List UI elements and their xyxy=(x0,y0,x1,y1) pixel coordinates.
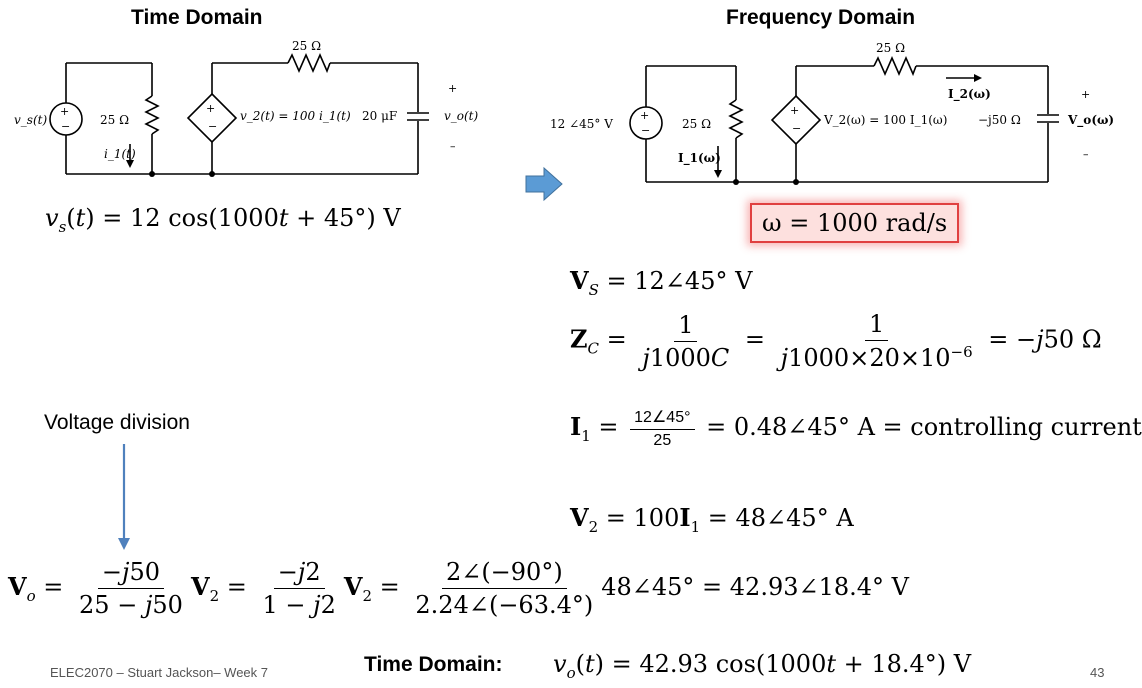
freq-r-top-label: 25 Ω xyxy=(876,41,905,55)
svg-text:+: + xyxy=(60,105,69,118)
time-domain-circuit: + − + − + – v_s(t) 25 Ω 25 Ω i_1(t) v_2(… xyxy=(14,39,479,177)
svg-text:+: + xyxy=(640,109,649,122)
freq-vo-label: V_o(ω) xyxy=(1067,113,1114,128)
voltage-division-arrow-icon xyxy=(118,444,130,550)
transform-arrow-icon xyxy=(525,166,563,202)
time-source-label: v_s(t) xyxy=(14,113,47,127)
svg-text:+: + xyxy=(790,104,799,117)
i1-equation: I1 = 12∠45°25 = 0.48∠45° A = controlling… xyxy=(570,409,1142,449)
svg-text:−: − xyxy=(641,124,650,137)
vs-time-equation: vs(t) = 12 cos(1000t + 45°) V xyxy=(45,204,401,236)
svg-text:−: − xyxy=(208,120,217,133)
freq-dep-source-label: V_2(ω) = 100 I_1(ω) xyxy=(823,113,947,127)
time-r-left-label: 25 Ω xyxy=(100,113,129,127)
v2-equation: V2 = 100I1 = 48∠45° A xyxy=(570,503,854,536)
freq-source-label: 12 ∠45° V xyxy=(550,117,613,131)
time-domain-header: Time Domain xyxy=(131,6,263,29)
svg-text:+: + xyxy=(206,102,215,115)
svg-text:–: – xyxy=(450,140,456,153)
time-r-top-label: 25 Ω xyxy=(292,39,321,53)
time-i1-label: i_1(t) xyxy=(104,147,136,161)
vo-time-equation: vo(t) = 42.93 cos(1000t + 18.4°) V xyxy=(553,650,972,682)
freq-cap-label: −j50 Ω xyxy=(978,113,1021,127)
svg-text:+: + xyxy=(1081,88,1090,101)
frequency-domain-header: Frequency Domain xyxy=(726,6,916,29)
time-dep-source-label: v_2(t) = 100 i_1(t) xyxy=(240,109,351,123)
freq-r-left-label: 25 Ω xyxy=(682,117,711,131)
svg-text:−: − xyxy=(61,120,70,133)
time-cap-label: 20 μF xyxy=(362,109,397,123)
voltage-division-label: Voltage division xyxy=(44,411,190,434)
omega-highlight: ω = 1000 rad/s xyxy=(750,203,960,243)
freq-i1-label: I_1(ω) xyxy=(678,151,721,166)
time-vo-label: v_o(t) xyxy=(444,109,479,123)
svg-text:+: + xyxy=(448,82,457,95)
frequency-domain-circuit: + − + − + – 12 ∠45° V 25 Ω 25 Ω I_1(ω) I… xyxy=(550,41,1114,185)
time-domain-result-label: Time Domain: xyxy=(364,653,503,676)
svg-text:–: – xyxy=(1083,148,1089,161)
svg-text:−: − xyxy=(792,122,801,135)
footer-course: ELEC2070 – Stuart Jackson– Week 7 xyxy=(50,665,268,680)
page-number: 43 xyxy=(1090,665,1105,680)
freq-i2-label: I_2(ω) xyxy=(948,87,991,102)
vs-phasor-equation: VS = 12∠45° V xyxy=(570,266,753,299)
